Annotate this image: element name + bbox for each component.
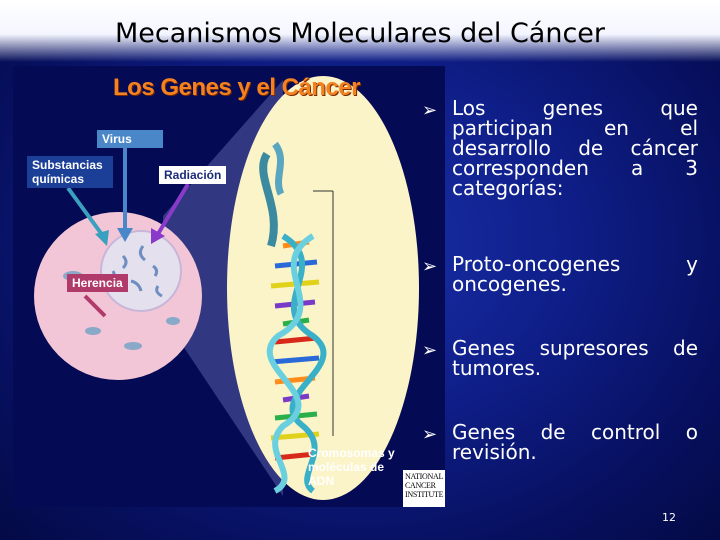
chromosome-strand [259,151,278,248]
virus-arrowhead [117,228,133,242]
bullet-text-1: Los genes que participan en el desarroll… [452,96,698,200]
label-chemicals: Substancias químicas [27,156,113,188]
title-band [0,0,720,62]
figure-title: Los Genes y el Cáncer [113,74,360,101]
label-radiation: Radiación [159,166,227,184]
bullet-text-4: Genes de control o revisión. [452,420,698,464]
heredity-arrow [83,294,107,318]
slide-title: Mecanismos Moleculares del Cáncer [114,18,606,49]
page-number: 12 [662,511,676,524]
arrow-bullet-icon: ➢ [422,256,438,277]
radiation-arrow [156,182,190,236]
figure-illustration [34,76,419,500]
nci-logo: NATIONAL CANCER INSTITUTE [403,470,445,507]
arrow-bullet-icon: ➢ [422,100,438,121]
chromosome-strand-2 [272,141,285,196]
label-heredity: Herencia [67,274,128,292]
bullet-text-2: Proto-oncogenes y oncogenes. [452,252,698,296]
label-virus: Virus [97,130,163,148]
dna-helix-icon [266,233,327,494]
zoom-oval [227,76,419,500]
arrow-bullet-icon: ➢ [422,424,438,445]
label-chromosomes: Cromosomas y moléculas de ADN [308,446,395,488]
arrow-bullet-icon: ➢ [422,340,438,361]
radiation-arrowhead [151,228,165,244]
chem-arrow [66,186,105,238]
genes-cancer-figure: Los Genes y el Cáncer Virus Substancias … [13,66,445,507]
bullet-text-3: Genes supresores de tumores. [452,336,698,380]
chem-arrowhead [95,230,109,246]
